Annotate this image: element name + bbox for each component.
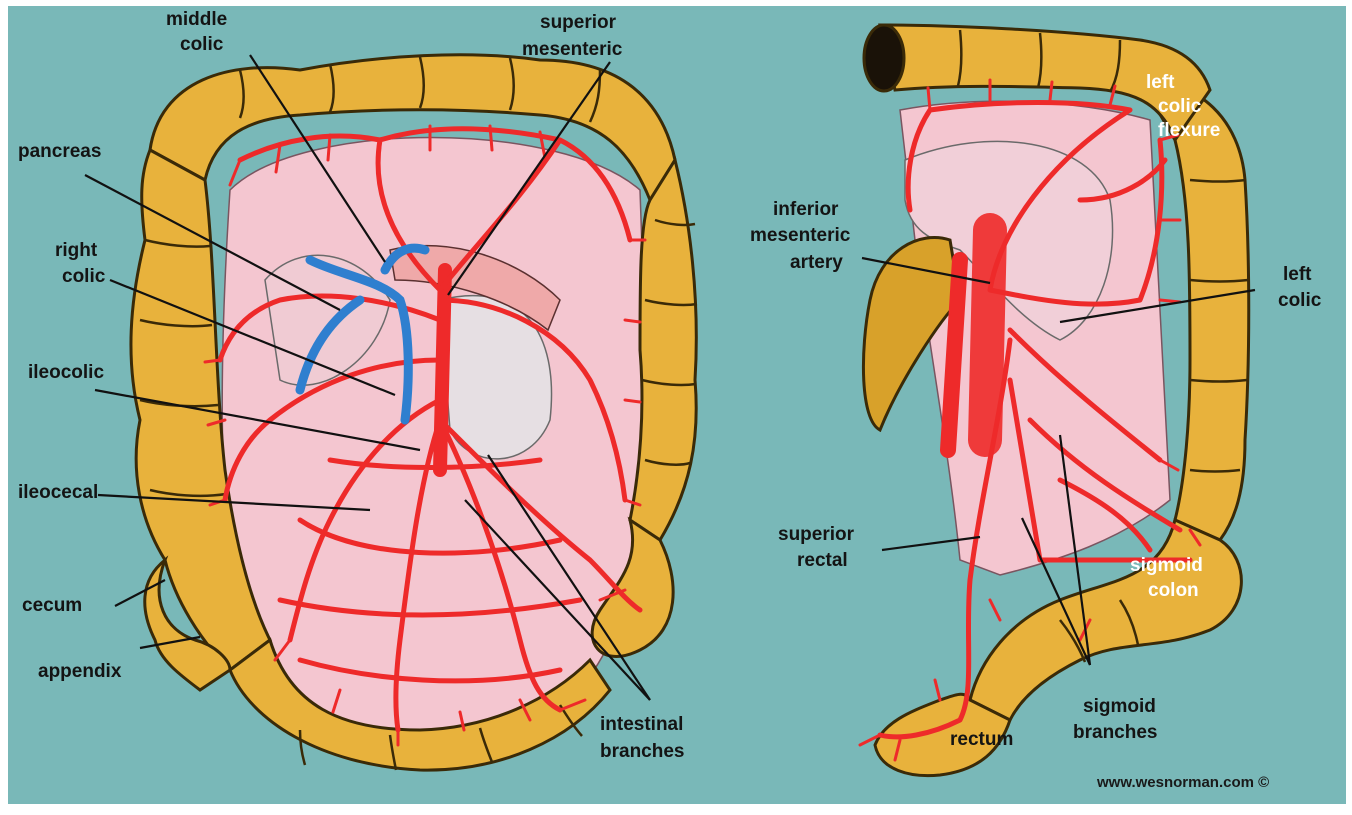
label-inferior-mesenteric-1: inferior — [773, 199, 839, 220]
label-intestinal-branches-2: branches — [600, 741, 684, 762]
label-sigmoid-branches-2: branches — [1073, 722, 1157, 743]
label-sigmoid-branches-1: sigmoid — [1083, 696, 1156, 717]
label-left-colic-flexure-2: colic — [1158, 96, 1202, 117]
label-superior-mesenteric-1: superior — [540, 12, 617, 33]
label-intestinal-branches-1: intestinal — [600, 714, 683, 735]
label-inferior-mesenteric-3: artery — [790, 252, 843, 273]
label-right-colic-2: colic — [62, 266, 106, 287]
label-pancreas: pancreas — [18, 141, 101, 162]
label-appendix: appendix — [38, 661, 122, 682]
label-left-colic-2: colic — [1278, 290, 1322, 311]
label-ileocolic: ileocolic — [28, 362, 104, 383]
label-superior-rectal-2: rectal — [797, 550, 848, 571]
label-superior-rectal-1: superior — [778, 524, 855, 545]
aorta-trunk — [985, 230, 990, 440]
label-cecum: cecum — [22, 595, 82, 616]
label-rectum: rectum — [950, 729, 1013, 750]
label-middle-colic-1: middle — [166, 9, 227, 30]
label-middle-colic-2: colic — [180, 34, 224, 55]
label-right-colic-1: right — [55, 240, 98, 261]
label-sigmoid-colon-1: sigmoid — [1130, 555, 1203, 576]
label-superior-mesenteric-2: mesenteric — [522, 39, 623, 60]
colon-lumen-opening — [864, 25, 904, 91]
label-left-colic-flexure-1: left — [1146, 72, 1175, 93]
label-ileocecal: ileocecal — [18, 482, 98, 503]
label-sigmoid-colon-2: colon — [1148, 580, 1199, 601]
label-inferior-mesenteric-2: mesenteric — [750, 225, 851, 246]
credit-text: www.wesnorman.com © — [1096, 774, 1269, 791]
label-left-colic-1: left — [1283, 264, 1312, 285]
label-left-colic-flexure-3: flexure — [1158, 120, 1220, 141]
